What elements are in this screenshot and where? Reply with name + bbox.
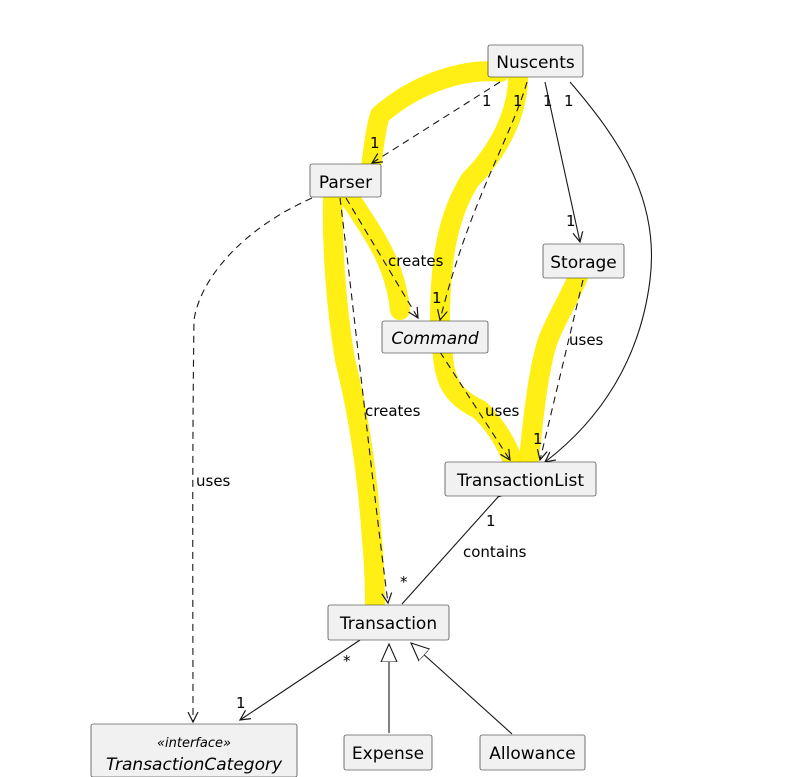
mult-nuscents-storage-src: 1 — [543, 92, 553, 110]
label-storage-uses-list: uses — [569, 331, 604, 349]
edge-labels: creates creates uses uses uses contains — [196, 252, 604, 561]
class-transaction-list-name: TransactionList — [456, 471, 584, 491]
mult-nuscents-storage-dst: 1 — [566, 212, 576, 230]
edge-command-list — [439, 351, 510, 460]
multiplicities: 1 1 1 1 1 1 1 1 1 * * 1 — [236, 92, 576, 712]
class-transaction-category[interactable]: «interface» TransactionCategory — [90, 723, 298, 777]
class-nuscents[interactable]: Nuscents — [487, 44, 584, 78]
edge-transaction-category — [240, 639, 361, 720]
class-transaction[interactable]: Transaction — [327, 604, 450, 641]
class-allowance[interactable]: Allowance — [479, 734, 586, 771]
class-storage-name: Storage — [550, 253, 617, 273]
class-expense[interactable]: Expense — [343, 734, 433, 771]
class-command[interactable]: Command — [381, 320, 489, 354]
edge-nuscents-storage — [544, 81, 580, 242]
mult-transaction-category-src: * — [343, 652, 351, 670]
mult-nuscents-parser-src: 1 — [482, 92, 492, 110]
edge-nuscents-list — [545, 81, 653, 462]
class-transaction-category-name: TransactionCategory — [106, 755, 283, 775]
label-parser-creates-command: creates — [388, 252, 444, 270]
highlight-parser-transaction — [322, 185, 385, 622]
class-transaction-list[interactable]: TransactionList — [444, 461, 597, 497]
mult-nuscents-list-dst: 1 — [533, 430, 543, 448]
class-allowance-name: Allowance — [489, 744, 575, 764]
edge-allowance-transaction — [411, 643, 513, 735]
edge-parser-category — [193, 197, 313, 722]
class-expense-name: Expense — [352, 744, 424, 764]
edge-nuscents-command — [440, 81, 528, 320]
label-command-uses-list: uses — [485, 402, 520, 420]
edges — [193, 81, 653, 735]
class-transaction-name: Transaction — [339, 614, 437, 634]
class-storage[interactable]: Storage — [542, 243, 625, 279]
class-parser-name: Parser — [319, 173, 372, 193]
mult-nuscents-list-src: 1 — [564, 92, 574, 110]
edge-nuscents-parser — [372, 81, 501, 163]
highlight-storage-list — [518, 252, 593, 478]
edge-storage-list — [540, 279, 584, 460]
mult-nuscents-command-dst: 1 — [432, 289, 442, 307]
edge-parser-transaction — [339, 197, 388, 603]
class-command-name: Command — [391, 329, 479, 349]
mult-transaction-category-dst: 1 — [236, 694, 246, 712]
highlight-nuscents-command — [430, 60, 529, 330]
class-nuscents-name: Nuscents — [496, 53, 575, 73]
edge-list-transaction — [401, 497, 498, 605]
label-parser-creates-transaction: creates — [365, 402, 421, 420]
label-list-contains-transaction: contains — [463, 543, 527, 561]
class-transaction-category-stereotype: «interface» — [157, 736, 231, 751]
mult-list-transaction-dst: * — [400, 573, 408, 591]
class-parser[interactable]: Parser — [309, 163, 382, 198]
mult-list-transaction-src: 1 — [486, 512, 496, 530]
label-parser-uses-category: uses — [196, 472, 231, 490]
mult-nuscents-command-src: 1 — [513, 92, 523, 110]
mult-nuscents-parser-dst: 1 — [370, 134, 380, 152]
highlight-parser-command — [338, 185, 410, 320]
